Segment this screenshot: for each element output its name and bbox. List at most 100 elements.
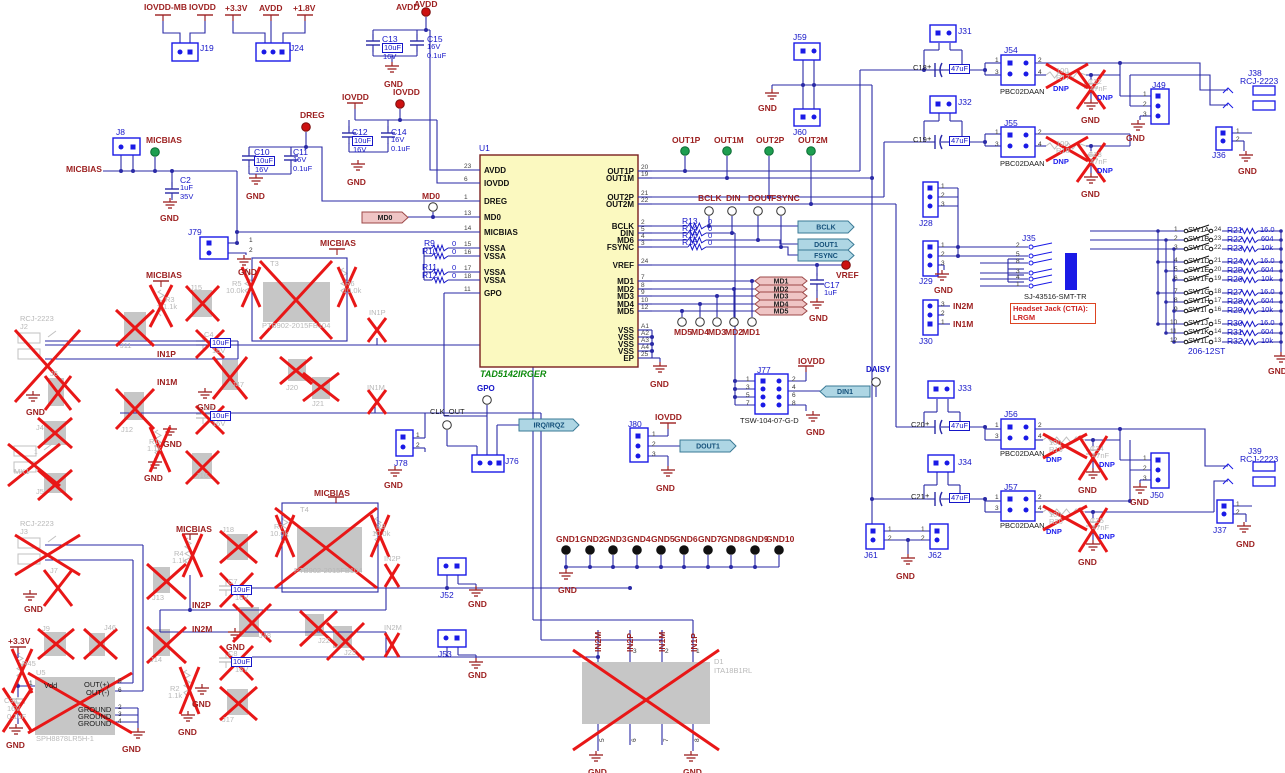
testpoint-r[interactable] [301,122,311,132]
testpoint-b[interactable] [726,545,736,555]
ic-pin-number: 20 [641,164,649,171]
ic-pin-name: EP [623,354,634,363]
ic-pin-name: VREF [613,261,634,270]
dnp-cross-marks [1,62,1109,752]
ic-pin-name: VSS [618,326,635,335]
testpoint-w[interactable] [753,206,763,216]
ports: MD0BCLKDOUT1FSYNCIRQ/IRQZDIN1DOUT1MD1MD2… [361,211,871,453]
power-symbols [9,14,1285,762]
ic-pin-number: 22 [641,197,649,204]
ic-pin-name: OUT1M [606,174,634,183]
ic-pin-number: 3 [641,240,645,247]
testpoint-w[interactable] [712,317,722,327]
ic-pin-number: 17 [464,265,472,272]
ic-pin-name: DREG [484,197,507,206]
testpoint-b[interactable] [703,545,713,555]
wire-loops [251,257,379,593]
testpoint-w[interactable] [695,317,705,327]
ic-pin-name: MD1 [617,277,634,286]
ic-pin-name: VSS [618,333,635,342]
testpoint-w[interactable] [776,206,786,216]
capacitors [165,34,949,507]
ic-pin-number: 13 [464,210,472,217]
ic-pin-number: 5 [641,226,645,233]
dip-switch-sw1[interactable] [1156,224,1283,346]
ic-pin-number: 7 [641,274,645,281]
rca-jacks[interactable] [1222,85,1276,487]
testpoint-b[interactable] [656,545,666,555]
headset-jack-j35[interactable] [980,242,1077,290]
testpoint-b[interactable] [750,545,760,555]
ic-pin-name: VSSA [484,276,506,285]
testpoint-b[interactable] [679,545,689,555]
testpoint-w[interactable] [428,202,438,212]
ic-pin-number: 25 [641,351,649,358]
ic-pin-number: 14 [464,225,472,232]
ic-pin-number: 18 [464,273,472,280]
ic-pin-number: 1 [464,194,468,201]
testpoint-b[interactable] [608,545,618,555]
testpoint-w[interactable] [482,395,492,405]
testpoint-w[interactable] [747,317,757,327]
ic-pin-name: MD2 [617,285,634,294]
testpoint-b[interactable] [632,545,642,555]
testpoint-b[interactable] [561,545,571,555]
port-label: DOUT1 [696,444,720,451]
ic-pin-number: A3 [641,337,649,344]
ic-pin-number: A2 [641,330,649,337]
testpoint-g[interactable] [722,146,732,156]
ic-pin-number: 11 [464,286,471,293]
testpoint-w[interactable] [704,206,714,216]
testpoint-g[interactable] [150,147,160,157]
ic-pin-name: MD3 [617,292,634,301]
testpoint-r[interactable] [841,260,851,270]
testpoints[interactable] [150,7,881,555]
testpoint-g[interactable] [806,146,816,156]
testpoint-g[interactable] [764,146,774,156]
ic-pin-name: DIN [620,229,634,238]
ic-pin-number: 9 [641,289,645,296]
ic-pin-name: VSS [618,340,635,349]
ic-pin-number: 21 [641,190,649,197]
ic-pin-name: GPO [484,289,502,298]
port-label: FSYNC [814,253,838,260]
testpoint-r[interactable] [395,99,405,109]
testpoint-w[interactable] [871,377,881,387]
testpoint-w[interactable] [442,420,452,430]
ic-pin-number: 8 [641,282,645,289]
ic-pin-name: FSYNC [607,243,634,252]
ic-pin-number: 2 [641,219,645,226]
port-label: MD3 [774,294,789,301]
ic-pin-number: 23 [464,163,472,170]
port-label: MD5 [774,309,789,316]
testpoint-w[interactable] [727,206,737,216]
ic-pin-name: MD4 [617,300,634,309]
testpoint-g[interactable] [680,146,690,156]
connectors[interactable] [112,24,1234,648]
testpoint-b[interactable] [585,545,595,555]
port-label: MD1 [774,279,789,286]
headset-jack-note: Headset Jack (CTIA): LRGM [1010,303,1096,325]
ic-pin-number: 19 [641,171,649,178]
testpoint-b[interactable] [774,545,784,555]
port-label: BCLK [816,225,835,232]
ic-u1: AVDD23IOVDD6DREG1MD013MICBIAS14VSSA15VSS… [458,154,652,368]
ic-pin-name: VSS [618,347,635,356]
testpoint-w[interactable] [729,317,739,327]
ic-pin-name: MD5 [617,307,634,316]
ic-pin-number: 6 [464,176,468,183]
ic-pin-name: AVDD [484,166,506,175]
ic-pin-name: OUT1P [607,167,634,176]
testpoint-r[interactable] [421,7,431,17]
ic-pin-number: 12 [641,304,649,311]
ic-pin-number: A4 [641,344,649,351]
note-line-2: LRGM [1013,312,1036,322]
testpoint-w[interactable] [677,317,687,327]
ic-pin-name: MD6 [617,236,634,245]
ic-pin-number: 15 [464,241,472,248]
ic-pin-number: 24 [641,258,649,265]
ic-pin-name: OUT2P [607,193,634,202]
wires [16,15,1282,751]
